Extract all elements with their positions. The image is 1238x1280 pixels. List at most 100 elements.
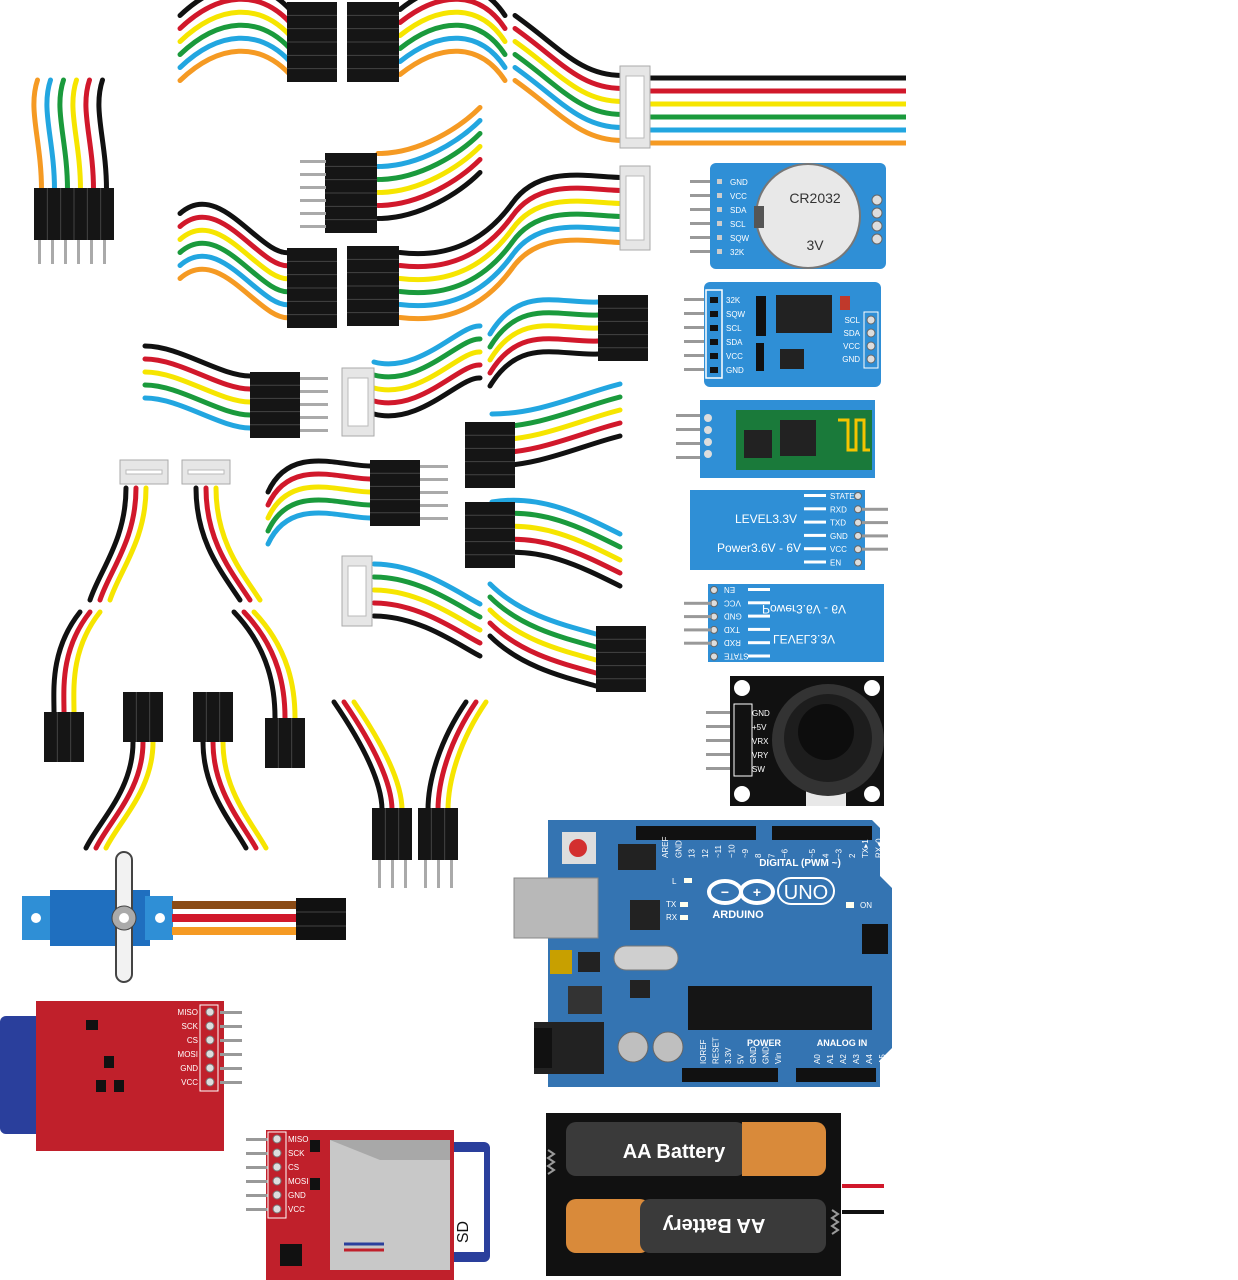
wire [512,13,625,78]
arduino-analog-pin-a1: A1 [826,1054,835,1064]
sd1-pin-cs: CS [187,1036,198,1045]
wire [231,609,278,721]
crystal-oscillator [613,945,679,971]
arrow-icon [804,494,826,497]
wire [96,77,109,193]
header-pin [300,416,328,419]
bt-back-pin-txd: TXD [830,519,846,528]
wire [509,237,625,271]
bt-mirror-pin-vcc: VCC [724,598,741,607]
wire-connectors [34,2,651,888]
pin-pad [710,353,718,359]
wire [435,699,479,813]
rtc2-pin-sqw: SQW [726,310,746,319]
wire [509,211,625,245]
wire [397,22,508,57]
led-tx-label: TX [666,900,677,909]
wire [83,739,136,851]
power-label: POWER [747,1038,782,1048]
wire [265,510,373,547]
header-pin [300,429,328,432]
wire [177,22,293,57]
wire [371,349,483,393]
pin-pad [710,339,718,345]
wire [512,78,625,143]
arduino-power-pin-6: Vin [774,1053,783,1064]
jumper-wires [31,0,906,851]
sd2-pin-gnd: GND [288,1191,306,1200]
sd1-pin-gnd: GND [180,1064,198,1073]
rtc1-side-holes [871,194,883,245]
rtc2-right-pin-gnd: GND [842,355,860,364]
wire [371,613,483,659]
wire [487,620,599,676]
wire [107,485,149,603]
arduino-pin-0: AREF [661,837,670,858]
rtc2-right-pin-vcc: VCC [843,342,860,351]
header-pin [684,628,712,632]
arduino-pin-10: ~5 [808,848,817,858]
wire [142,356,253,392]
wire [177,0,293,18]
rtc1-header-pins [690,180,712,253]
joystick-pin-vrx: VRX [752,737,769,746]
wire [371,600,483,646]
connector-housing [465,502,515,568]
wire [489,497,623,537]
header-pin [300,377,328,380]
wire [265,484,373,521]
wire [512,26,625,91]
pin-hole [272,1190,282,1200]
battery-model-label: CR2032 [789,190,841,206]
header-pin [391,860,394,888]
wire [397,214,515,270]
arrow-icon [748,654,770,658]
header-pin [300,212,326,215]
atmega328-chip [688,986,872,1030]
wire [177,48,293,83]
battery-2-label: AA Battery [662,1214,765,1236]
capacitor-1 [617,1031,649,1063]
arrow-icon [804,520,826,524]
svg-text:+: + [753,884,761,900]
pin-pad [717,249,722,254]
pin-hole [854,531,862,540]
header-pin [300,199,326,202]
header-pin [300,160,326,163]
sd1-header-pins [220,1011,242,1084]
pin-hole [205,1035,215,1045]
wire [375,105,483,156]
arduino-analog-pin-a0: A0 [813,1054,822,1064]
pin-hole [205,1063,215,1073]
arrow-icon [748,627,770,631]
arduino-pin-8: 7 [767,853,776,858]
header-pin [862,534,888,538]
wire [487,297,601,337]
pin-hole [854,518,862,527]
wire [375,144,483,195]
header-pin [64,240,67,264]
led [680,902,688,907]
arrow-icon [804,507,826,511]
wire [177,266,293,321]
led [680,915,688,920]
rtc2-chip [776,295,832,333]
battery-1-label: AA Battery [623,1141,726,1163]
sd1-pin-mosi: MOSI [178,1050,198,1059]
joystick-pin-gnd: GND [752,709,770,718]
bt-back-level: LEVEL3.3V [735,512,797,526]
rtc2-right-pin-sda: SDA [844,329,861,338]
arduino-logo: − + ARDUINO [707,879,775,921]
arduino-power-pin-0: IOREF [699,1039,708,1064]
wire [31,77,44,193]
wire [371,323,483,367]
arduino-power-pin-4: GND [749,1046,758,1064]
wire [397,201,515,257]
wire [371,587,483,633]
wire [397,35,508,70]
wire [177,0,293,31]
atmega16u2-chip [630,900,660,930]
